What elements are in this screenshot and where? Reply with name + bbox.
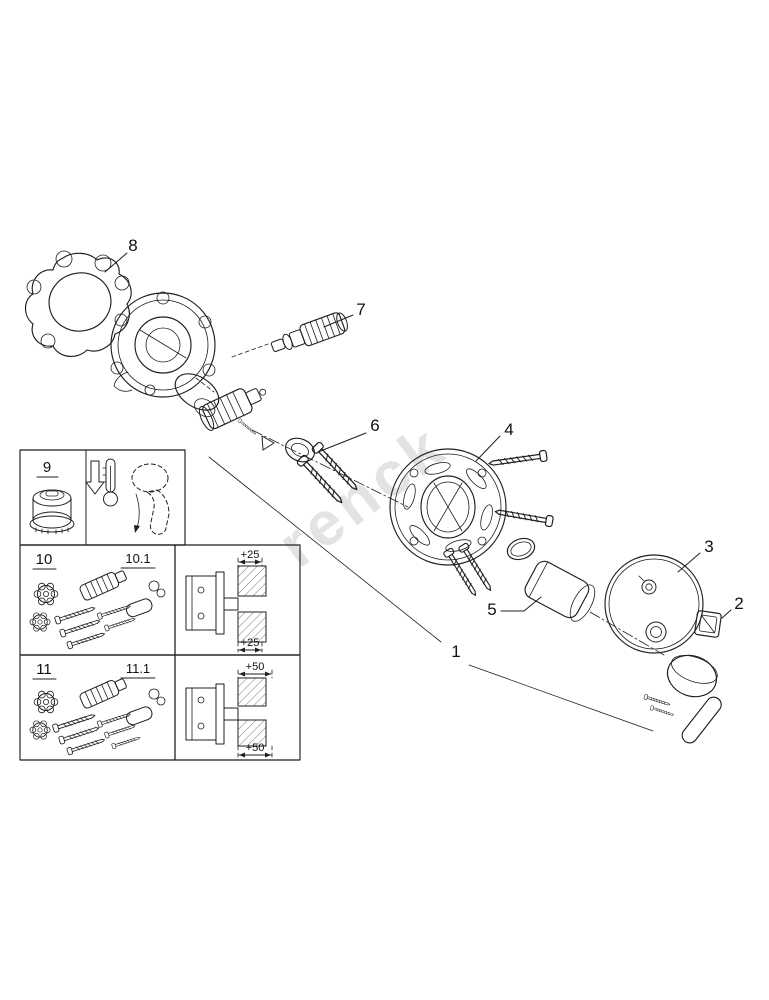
- callout-7: 7: [356, 300, 365, 319]
- cartridge-icon: [78, 567, 129, 602]
- cap-knob-drawing: [29, 489, 75, 535]
- leader-line-4: [475, 435, 501, 462]
- star-knob-icon: [33, 582, 59, 606]
- callout-4: 4: [504, 420, 513, 439]
- star-knob-icon: [33, 690, 59, 714]
- axis-line-cartridge: [195, 377, 215, 393]
- screw-icon: [487, 449, 548, 470]
- star-knob-icon: [29, 612, 51, 632]
- inset-box-11: 11 11.1: [19, 654, 176, 761]
- dimension-bottom-25: +25: [241, 637, 260, 649]
- lever-handle: [666, 654, 722, 744]
- inset-11-1-label: 11.1: [126, 661, 150, 676]
- screw-icon: [103, 722, 137, 739]
- lever-position-drawing: [131, 463, 170, 535]
- inset-box-10: 10 10.1: [19, 544, 176, 656]
- gasket-part-8: [24, 250, 132, 357]
- cartridge-part-7: [270, 312, 348, 352]
- leader-line-6: [317, 432, 367, 453]
- callout-2: 2: [734, 594, 743, 613]
- leader-line-3: [677, 552, 701, 573]
- screw-icon: [57, 723, 101, 745]
- inset-10-label: 10: [36, 551, 53, 568]
- screw-icon: [457, 542, 496, 594]
- escutcheon-part-3: [604, 554, 704, 654]
- screw-icon: [237, 418, 258, 436]
- inset-box-9: 9: [19, 449, 186, 546]
- retaining-ring: [285, 437, 315, 463]
- screw-icon: [96, 602, 132, 620]
- leader-line-8: [104, 252, 128, 273]
- cartridge-assembly: [198, 388, 267, 431]
- o-ring: [506, 537, 536, 561]
- thermometer-icon: [85, 458, 118, 507]
- adapter-part-2: [694, 610, 722, 638]
- leader-line-7: [323, 314, 354, 328]
- dimension-bottom-50: +50: [246, 742, 265, 754]
- screw-icon: [58, 616, 102, 638]
- callout-5: 5: [487, 600, 496, 619]
- leader-line-5: [500, 596, 542, 612]
- screw-icon: [442, 547, 481, 599]
- inset-9-label: 9: [43, 459, 51, 476]
- mounting-plate-part-4: [389, 448, 507, 566]
- explode-axis-line: [589, 611, 665, 656]
- screw-icon: [111, 734, 142, 750]
- screw-icon: [66, 629, 107, 650]
- inset-box-10-1: +25 +25: [174, 544, 301, 656]
- screw-icon: [66, 735, 107, 756]
- axis-line-7: [231, 343, 269, 358]
- screw-icon: [96, 710, 132, 728]
- inset-box-11-1: +50 +50: [174, 654, 301, 761]
- dimension-top-50: +50: [246, 661, 265, 673]
- inset-11-label: 11: [36, 661, 52, 678]
- callout-6: 6: [370, 416, 379, 435]
- leader-line-1: [468, 664, 654, 732]
- cartridge-icon: [78, 675, 129, 710]
- inset-10-1-label: 10.1: [125, 551, 150, 566]
- explode-axis-line: [251, 429, 409, 508]
- watermark-text: renck: [266, 411, 460, 581]
- dimension-top-25: +25: [241, 549, 260, 561]
- extension-sleeve-part-5: [524, 560, 596, 622]
- screw-icon: [53, 603, 97, 625]
- callout-8: 8: [128, 236, 137, 255]
- rough-in-valve-body: [110, 291, 220, 418]
- screw-icon: [643, 693, 671, 708]
- screw-icon: [103, 615, 137, 632]
- leader-line-1: [208, 456, 442, 643]
- leader-line-2: [721, 609, 732, 619]
- cone-part: [261, 435, 275, 451]
- screw-icon: [649, 705, 675, 718]
- star-knob-icon: [29, 720, 51, 740]
- callout-3: 3: [704, 537, 713, 556]
- callout-1: 1: [451, 642, 460, 661]
